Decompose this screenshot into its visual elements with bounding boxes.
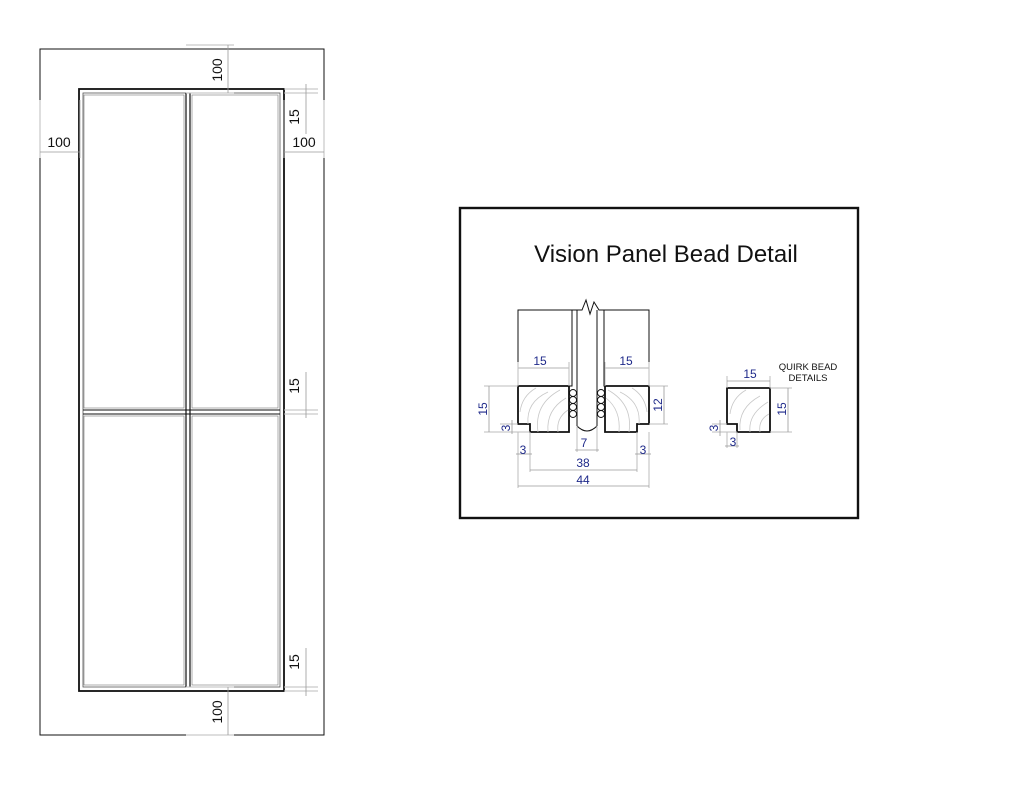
- dim-right-stile: 100: [283, 100, 325, 158]
- dim-left-stile-label: 100: [47, 134, 71, 150]
- dim-bead-left-width-label: 15: [533, 354, 547, 368]
- detail-frame: [458, 206, 860, 520]
- door-outline: [39, 48, 325, 736]
- dim-quirk-left: 3: [499, 420, 518, 434]
- pane-bottom-right: [191, 415, 279, 686]
- quirk-h-label: 3: [707, 424, 721, 431]
- glass-break-symbol: [572, 298, 604, 316]
- quirk-bead-grain: [729, 389, 770, 433]
- dim-bead-mid: 15: [284, 372, 318, 418]
- dim-height-left: 15: [476, 385, 530, 433]
- glazing-frame-outer: [78, 88, 285, 692]
- dim-bottom-rail-label: 100: [209, 700, 225, 724]
- glass-edges: [576, 310, 598, 426]
- dim-overall-width-label: 44: [576, 473, 590, 487]
- dim-inner-width: 38: [529, 456, 638, 472]
- dim-top-rail: 100: [186, 44, 234, 94]
- dim-quirk-right: 3: [635, 432, 651, 457]
- dim-bead-mid-label: 15: [286, 378, 302, 394]
- dim-inner-width-label: 38: [576, 456, 590, 470]
- dim-quirk-right-label: 3: [640, 443, 647, 457]
- dim-bead-top: 15: [284, 84, 318, 134]
- pane-top-left: [83, 94, 185, 409]
- quirk-height-label: 15: [775, 402, 789, 416]
- dim-bead-bottom: 15: [284, 648, 318, 696]
- dim-bead-right-width: 15: [604, 354, 650, 386]
- dim-quirk-left-bottom: 3: [516, 432, 532, 457]
- dim-left-stile: 100: [39, 100, 81, 158]
- quirk-label-line2: DETAILS: [789, 373, 828, 384]
- door-elevation: 100 100 100 15 15: [39, 44, 325, 736]
- dim-bead-right-width-label: 15: [619, 354, 633, 368]
- dim-overall-width: 44: [517, 456, 650, 488]
- bead-right-grain: [605, 387, 648, 433]
- dim-quirk-left-label: 3: [499, 424, 513, 431]
- detail-title: Vision Panel Bead Detail: [534, 241, 798, 268]
- quirk-bead-detail: QUIRK BEAD DETAILS 15 15 3: [707, 362, 837, 449]
- dim-height-right-label: 12: [651, 398, 665, 412]
- dim-glass-gap-label: 7: [581, 436, 588, 450]
- quirk-width-label: 15: [743, 367, 757, 381]
- glass-bottom: [576, 425, 598, 432]
- dim-glass-gap: 7: [575, 426, 599, 452]
- quirk-w-label: 3: [730, 435, 737, 449]
- dim-top-rail-label: 100: [209, 58, 225, 82]
- glazing-frame-inner: [82, 92, 281, 688]
- pane-top-right: [191, 94, 279, 409]
- bead-detail-panel: Vision Panel Bead Detail: [458, 206, 860, 520]
- dim-bead-bottom-label: 15: [286, 654, 302, 670]
- dim-right-stile-label: 100: [292, 134, 316, 150]
- dim-quirk-left-bottom-label: 3: [520, 443, 527, 457]
- dim-bead-top-label: 15: [286, 109, 302, 125]
- quirk-label-line1: QUIRK BEAD: [779, 362, 838, 373]
- pane-bottom-left: [83, 415, 185, 686]
- dim-bead-left-width: 15: [517, 354, 570, 386]
- dim-height-left-label: 15: [476, 402, 490, 416]
- dim-bottom-rail: 100: [186, 686, 234, 736]
- dim-height-right: 12: [649, 385, 668, 425]
- bead-left-grain: [519, 387, 569, 433]
